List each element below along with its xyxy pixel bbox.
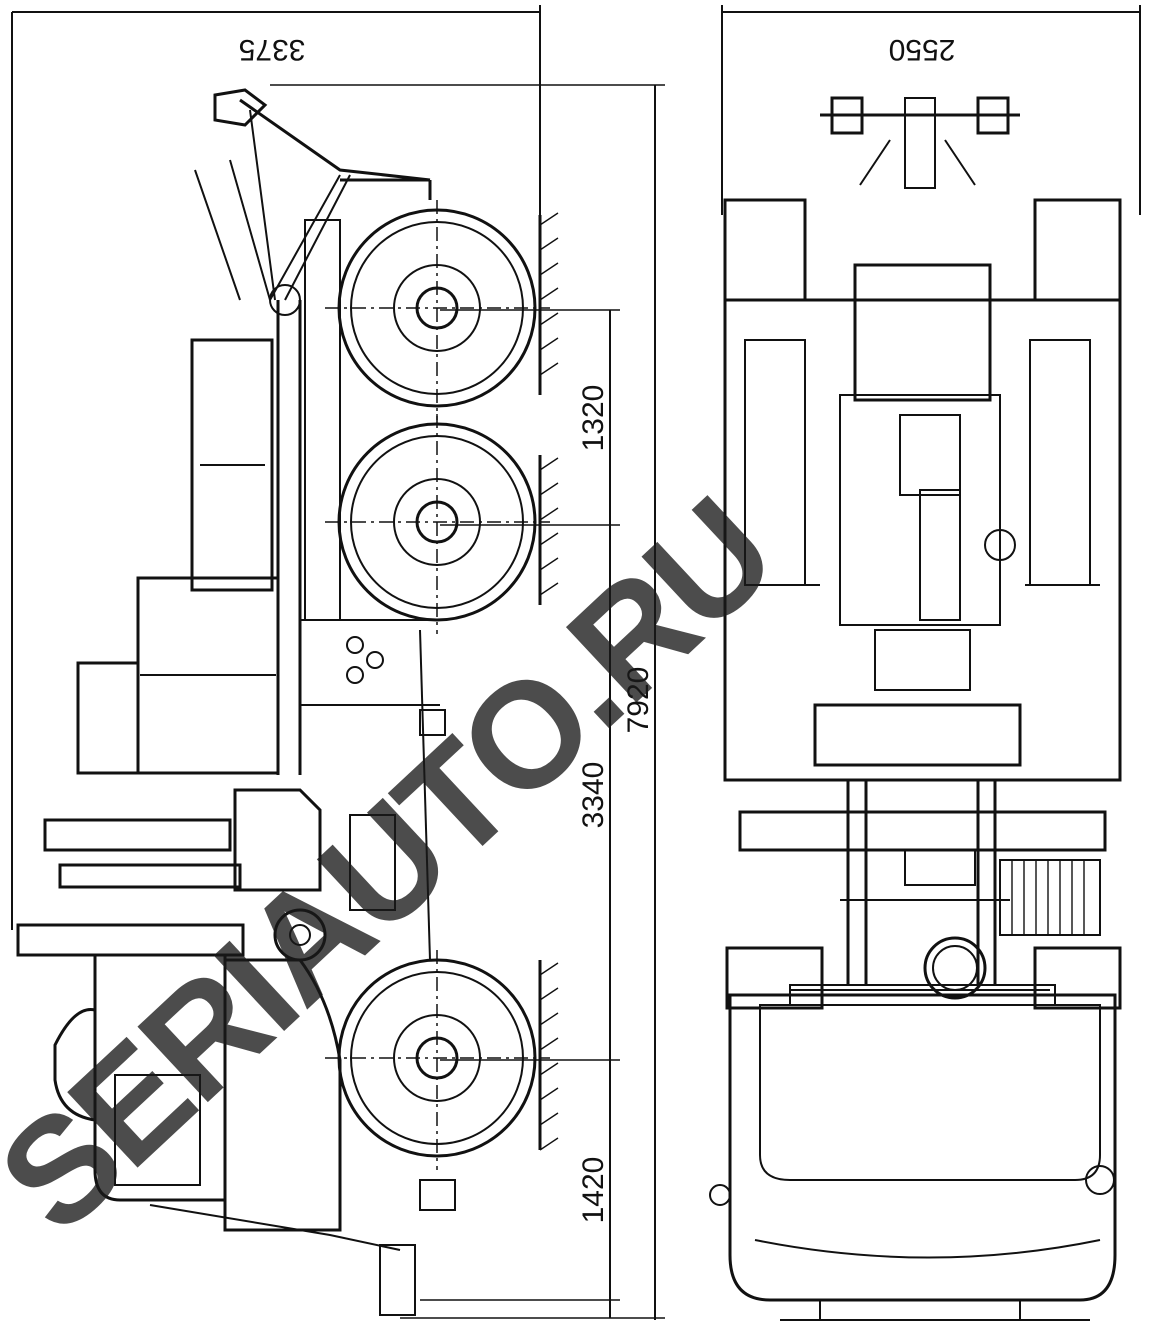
- rear-wheel-2: [325, 414, 550, 634]
- rear-body: [723, 198, 1122, 782]
- ground-line: [538, 212, 559, 1151]
- dim-2550: 2550: [889, 33, 956, 66]
- dim-7920: 7920: [622, 667, 655, 734]
- cab-top: [709, 946, 1122, 1321]
- chassis-frame: [76, 219, 440, 775]
- dimension-lines: [11, 5, 1141, 1320]
- rear-boom-head: [820, 96, 1020, 189]
- mid-frame: [738, 780, 1107, 1000]
- cab-side: [53, 953, 456, 1316]
- side-view: [16, 88, 559, 1316]
- dim-3375: 3375: [239, 33, 306, 66]
- top-view: [709, 96, 1122, 1321]
- dimension-labels: 3375 2550 1320 7920 3340 1420: [239, 33, 956, 1223]
- dim-1420: 1420: [577, 1157, 610, 1224]
- dim-1320: 1320: [577, 385, 610, 452]
- crane-boom: [194, 88, 432, 316]
- dim-3340: 3340: [577, 762, 610, 829]
